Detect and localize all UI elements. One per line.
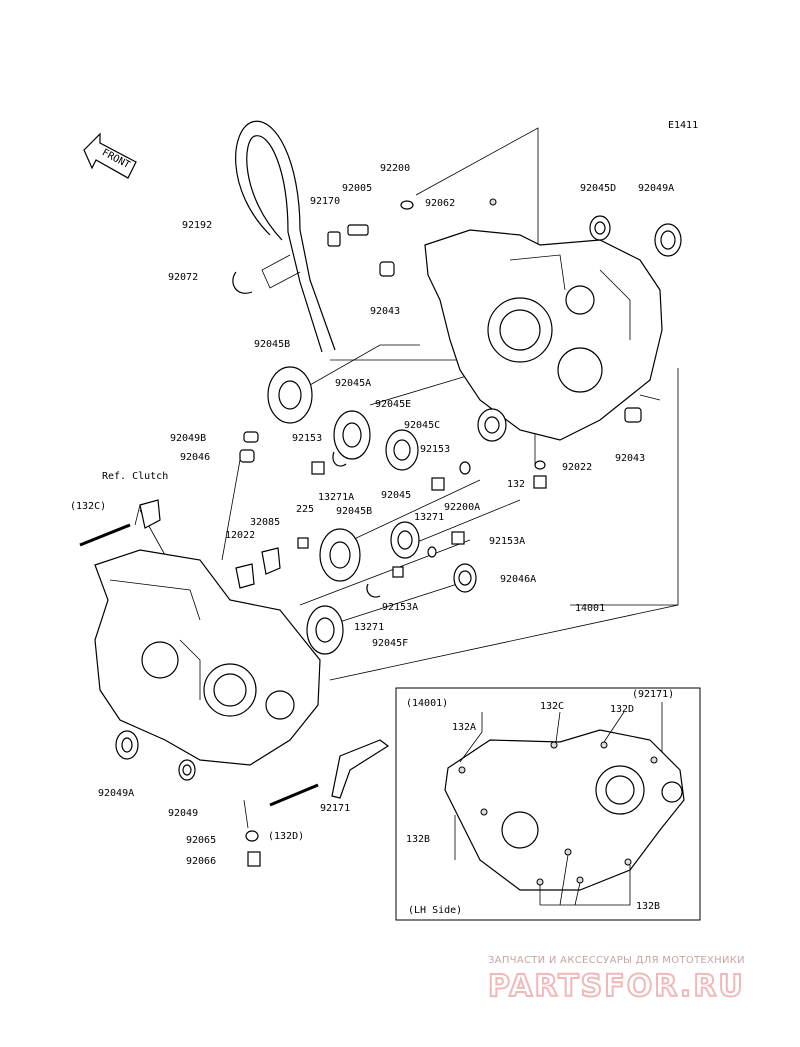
- part-label: 92153: [420, 444, 450, 455]
- part-label: 92045B: [336, 506, 372, 517]
- part-label: 92200A: [444, 502, 480, 513]
- part-label: (132C): [70, 501, 106, 512]
- bearings: [115, 215, 682, 781]
- part-label: 92045B: [254, 339, 290, 350]
- inset-title: (14001): [406, 698, 448, 709]
- diagram-code: E1411: [668, 120, 698, 131]
- part-label: 92049A: [98, 788, 134, 799]
- part-label: 92062: [425, 198, 455, 209]
- part-label: 132: [507, 479, 525, 490]
- front-arrow-icon: FRONT: [83, 132, 137, 179]
- part-label: 92153A: [382, 602, 418, 613]
- part-label: 92065: [186, 835, 216, 846]
- part-label: 92022: [562, 462, 592, 473]
- part-label: (132D): [268, 831, 304, 842]
- part-label: 12022: [225, 530, 255, 541]
- part-label: 92153: [292, 433, 322, 444]
- part-label: 32085: [250, 517, 280, 528]
- breather-hose: [232, 120, 336, 353]
- part-label: 92170: [310, 196, 340, 207]
- part-label: 92066: [186, 856, 216, 867]
- part-label: 13271: [354, 622, 384, 633]
- part-label: 92045: [381, 490, 411, 501]
- part-label: 92049: [168, 808, 198, 819]
- part-label: 92049B: [170, 433, 206, 444]
- part-label: 92046A: [500, 574, 536, 585]
- lh-side-inset: [395, 687, 701, 921]
- right-crankcase-half: [424, 198, 663, 441]
- part-label: 132B: [636, 901, 660, 912]
- part-label: 132B: [406, 834, 430, 845]
- part-label: 14001: [575, 603, 605, 614]
- part-label: 92045A: [335, 378, 371, 389]
- part-label: Ref. Clutch: [102, 471, 168, 482]
- watermark-brand: PARTSFOR.RU: [488, 969, 745, 1004]
- part-label: 92043: [615, 453, 645, 464]
- watermark-logo: ЗАПЧАСТИ И АКСЕССУАРЫ ДЛЯ МОТОТЕХНИКИ PA…: [487, 955, 745, 1005]
- part-label: 13271A: [318, 492, 354, 503]
- part-label: 92192: [182, 220, 212, 231]
- part-label: 92045C: [404, 420, 440, 431]
- watermark-subtitle: ЗАПЧАСТИ И АКСЕССУАРЫ ДЛЯ МОТОТЕХНИКИ: [488, 955, 745, 966]
- part-label: 92046: [180, 452, 210, 463]
- part-label: 92045D: [580, 183, 616, 194]
- part-label: 92153A: [489, 536, 525, 547]
- inset-side-note: (LH Side): [408, 905, 462, 916]
- part-label: 92045F: [372, 638, 408, 649]
- part-label: 92043: [370, 306, 400, 317]
- left-crankcase-half: [94, 549, 321, 766]
- part-label: 13271: [414, 512, 444, 523]
- part-label: 132C: [540, 701, 564, 712]
- part-label: 92005: [342, 183, 372, 194]
- part-label: 92072: [168, 272, 198, 283]
- part-label: 92045E: [375, 399, 411, 410]
- part-label: 92200: [380, 163, 410, 174]
- part-label: 92049A: [638, 183, 674, 194]
- part-label: 132D: [610, 704, 634, 715]
- part-labels: 92200 92005 92170 92062 92045D 92049A 92…: [70, 163, 674, 916]
- part-label: (92171): [632, 689, 674, 700]
- part-label: 132A: [452, 722, 476, 733]
- fasteners: [79, 200, 642, 867]
- part-label: 92171: [320, 803, 350, 814]
- part-label: 225: [296, 504, 314, 515]
